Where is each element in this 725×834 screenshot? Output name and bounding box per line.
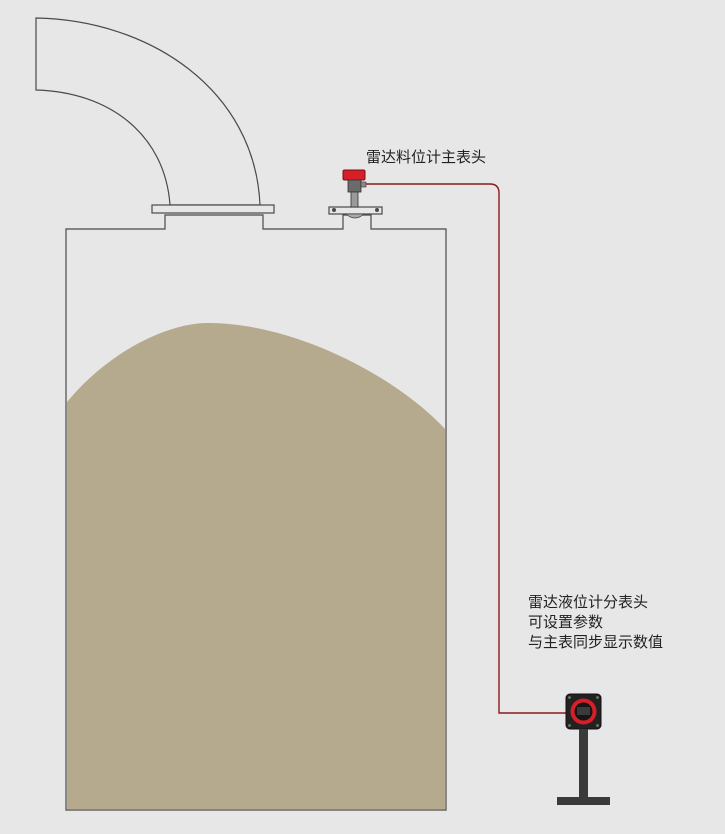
remote-display-unit-icon [565,693,602,730]
signal-cable [366,183,570,714]
sensor-mounting-flange [328,206,383,215]
remote-head-label-line-3: 与主表同步显示数值 [528,633,664,651]
feed-inlet-pipe [35,17,261,206]
main-head-label: 雷达料位计主表头 [366,148,487,166]
remote-head-label-line-1: 雷达液位计分表头 [528,593,649,611]
flange-bolt-right [375,208,379,212]
radar-level-sensor-icon [342,169,367,219]
display-stand [557,729,610,805]
silo-tank-outline [65,214,447,811]
flange-bolt-left [332,208,336,212]
inlet-flange [151,204,275,214]
bulk-material-heap [67,322,445,809]
remote-head-label-line-2: 可设置参数 [528,613,604,631]
remote-head-label: 雷达液位计分表头 可设置参数 与主表同步显示数值 [528,592,663,652]
